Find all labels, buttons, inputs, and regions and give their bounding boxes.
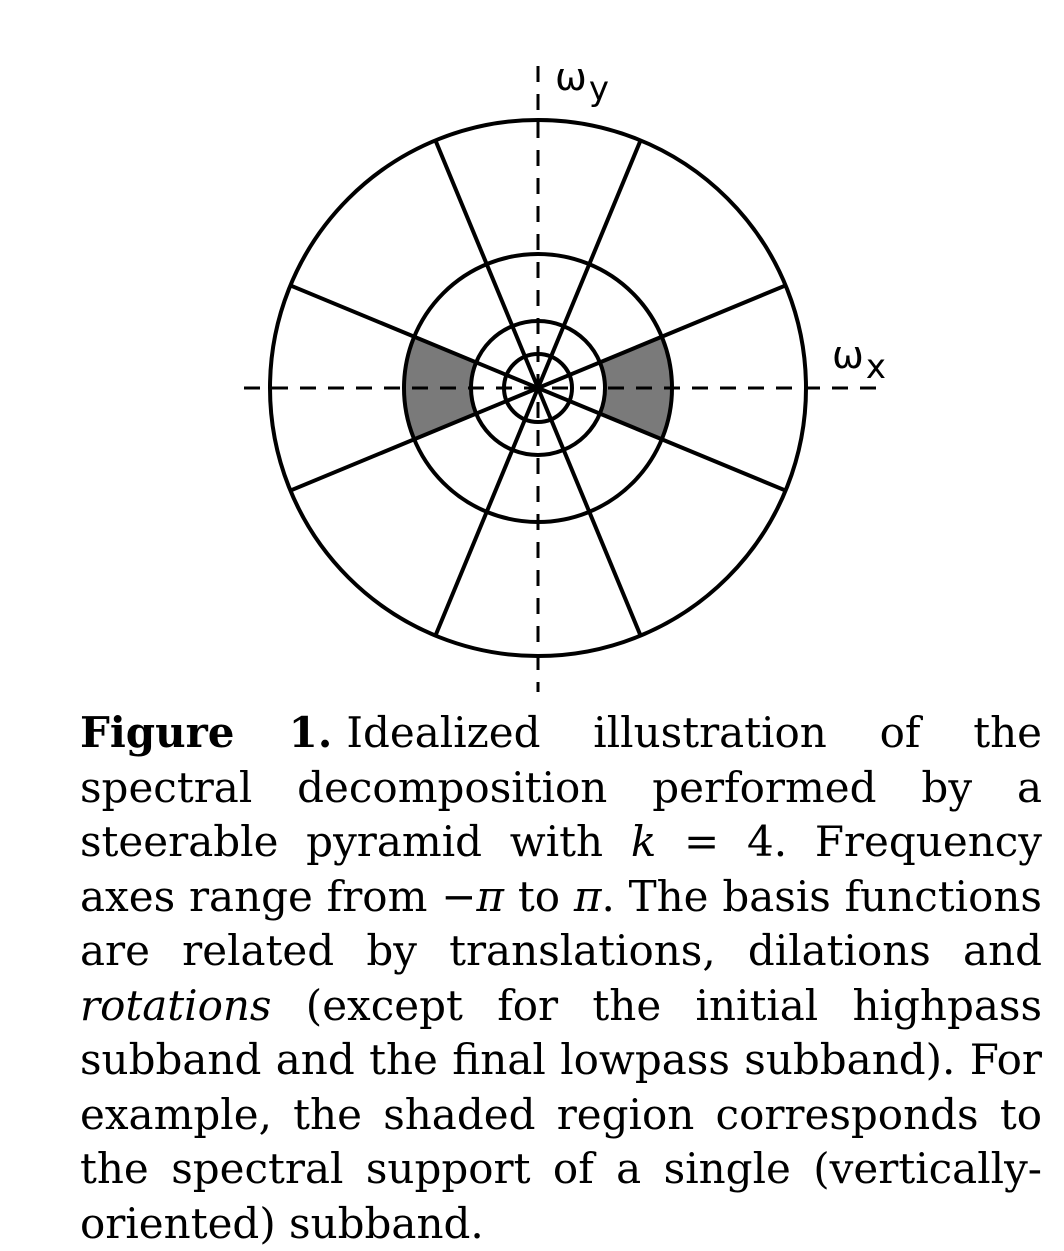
spectral-decomposition-diagram: ωx ωy [244, 55, 886, 692]
rotations-emphasis: rotations [80, 980, 272, 1030]
shaded-wedge-right [599, 336, 673, 440]
range-to: π [573, 871, 602, 921]
caption-text-1: Idealized illustration of the spectral d… [80, 708, 1042, 866]
caption-paragraph: Figure 1.Idealized illustration of the s… [80, 706, 1042, 1251]
caption-text-2: Frequency axes range from [80, 817, 1042, 921]
figure-label: Figure 1. [80, 708, 333, 757]
frequency-axes [244, 66, 878, 692]
k-variable: k [630, 817, 657, 866]
to-word: to [504, 871, 574, 921]
k-equation: = 4. [656, 817, 815, 866]
range-from: −π [441, 871, 505, 921]
omega-y-label: ωy [555, 55, 609, 109]
figure-caption: Figure 1.Idealized illustration of the s… [80, 706, 1042, 1251]
caption-text-3: . The basis functions are related by tra… [80, 871, 1042, 976]
omega-x-label: ωx [832, 333, 886, 387]
caption-text-4: (except for the initial highpass subband… [80, 980, 1042, 1248]
